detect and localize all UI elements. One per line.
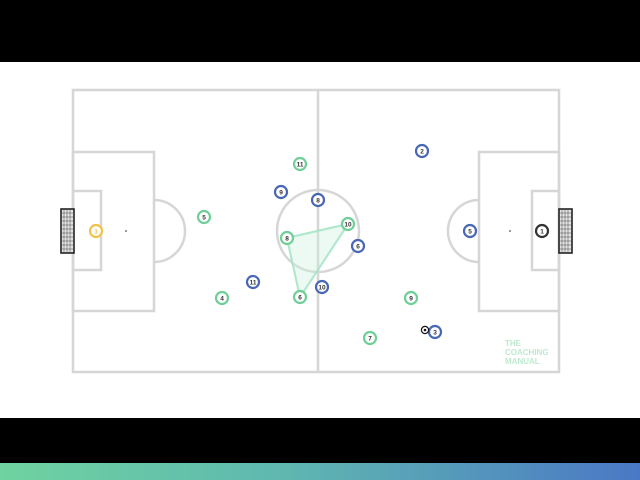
player-blue[interactable]: 3: [427, 324, 443, 340]
player-blue[interactable]: 10: [314, 279, 330, 295]
svg-text:THE COACHING M: THE COACHING MANUAL: [505, 339, 551, 366]
footer-logo: THE COACHING MANUAL: [604, 403, 634, 416]
player-green[interactable]: 6: [292, 289, 308, 305]
pitch-canvas: THE COACHING MANUAL 1 5 11 8: [60, 88, 573, 374]
player-label: 8: [316, 197, 320, 204]
player-blue[interactable]: 5: [462, 223, 478, 239]
player-green[interactable]: 8: [279, 230, 295, 246]
player-label: 5: [468, 228, 472, 235]
footer-logo-line3: MANUAL: [604, 410, 622, 415]
player-label: 11: [250, 279, 257, 286]
player-blue-goalkeeper[interactable]: 1: [534, 223, 550, 239]
left-penalty-spot: [125, 230, 127, 232]
player-label: 6: [356, 243, 360, 250]
right-goal: [558, 208, 573, 254]
left-penalty-arc: [153, 198, 187, 264]
player-green[interactable]: 10: [340, 216, 356, 232]
right-penalty-arc: [446, 198, 480, 264]
player-label: 3: [433, 329, 437, 336]
player-label: 8: [285, 235, 289, 242]
player-label: 10: [318, 284, 326, 291]
player-label: 10: [344, 221, 352, 228]
player-label: 6: [298, 294, 302, 301]
player-green[interactable]: 5: [196, 209, 212, 225]
brand-footer-bar: [0, 463, 640, 480]
player-blue[interactable]: 8: [310, 192, 326, 208]
player-label: 9: [279, 189, 283, 196]
watermark-line2: COACHING: [505, 348, 549, 357]
player-label: 4: [220, 295, 224, 302]
soccer-ball-icon[interactable]: [420, 325, 430, 335]
player-green[interactable]: 4: [214, 290, 230, 306]
player-blue[interactable]: 2: [414, 143, 430, 159]
left-penalty-box: [71, 150, 156, 313]
player-label: 1: [540, 228, 544, 235]
player-blue[interactable]: 6: [350, 238, 366, 254]
passing-triangle-fill: [287, 224, 348, 297]
team-blue: 1 2 9 8 6 10 1: [245, 143, 550, 340]
right-penalty-spot: [509, 230, 511, 232]
passing-triangle: [285, 222, 349, 298]
player-label: 7: [368, 335, 372, 342]
footer-logo-line2: COACHING: [604, 406, 626, 411]
player-green[interactable]: 7: [362, 330, 378, 346]
left-goal: [60, 208, 75, 254]
footer-bar-overlay: THE COACHING MANUAL: [0, 401, 640, 418]
player-blue[interactable]: 11: [245, 274, 261, 290]
watermark-logo: THE COACHING MANUAL: [505, 339, 551, 366]
player-green[interactable]: 9: [403, 290, 419, 306]
watermark-line3: MANUAL: [505, 357, 540, 366]
player-label: 2: [420, 148, 424, 155]
centre-circle: [275, 188, 361, 274]
pitch-diagram: THE COACHING MANUAL 1 5 11 8: [0, 62, 640, 480]
player-label: 11: [297, 161, 304, 168]
player-blue[interactable]: 9: [273, 184, 289, 200]
player-label: 5: [202, 214, 206, 221]
footer-logo-line1: THE: [604, 402, 612, 407]
player-label: 9: [409, 295, 413, 302]
player-green-goalkeeper[interactable]: 1: [88, 223, 104, 239]
player-label: 1: [94, 228, 98, 235]
watermark-line1: THE: [505, 339, 522, 348]
player-green[interactable]: 11: [292, 156, 308, 172]
team-green: 1 5 11 8 10 6: [88, 156, 419, 346]
